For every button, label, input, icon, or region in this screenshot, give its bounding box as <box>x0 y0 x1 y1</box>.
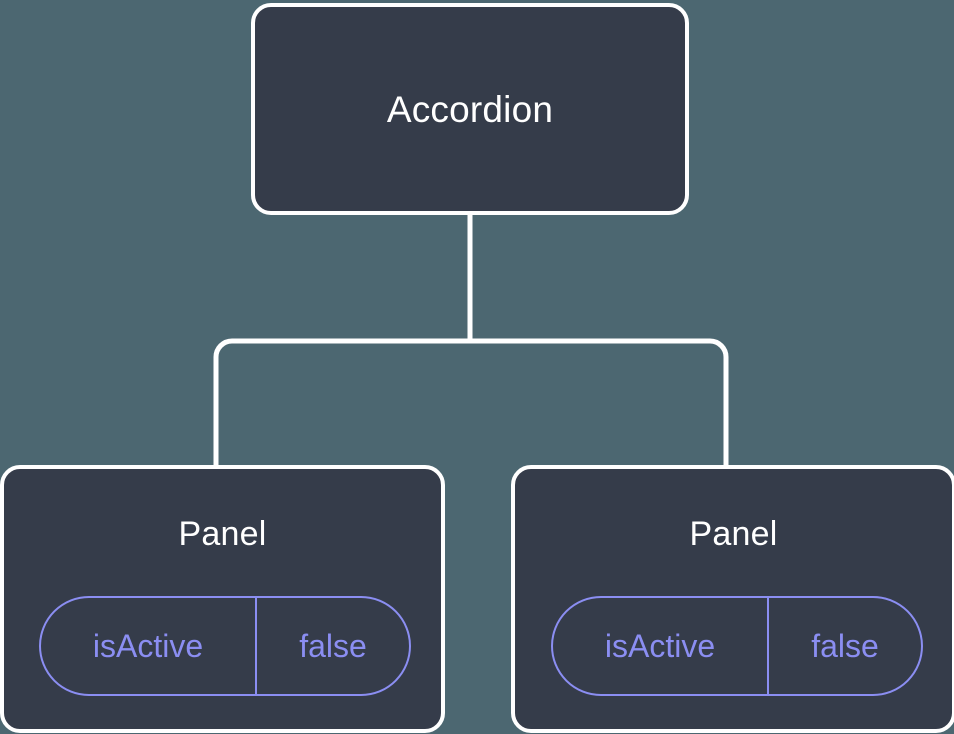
prop-divider <box>255 598 257 694</box>
node-panel-2[interactable]: Panel isActive false <box>511 465 954 733</box>
edge-to-panel-right <box>470 338 729 470</box>
edge-to-panel-left <box>213 338 470 470</box>
prop-divider <box>767 598 769 694</box>
prop-key-label: isActive <box>92 628 204 664</box>
node-panel-1-title: Panel <box>178 515 267 553</box>
node-panel-2-title: Panel <box>689 515 778 553</box>
prop-value-label: false <box>811 628 879 664</box>
node-accordion-title: Accordion <box>386 88 554 130</box>
node-accordion[interactable]: Accordion <box>251 3 689 215</box>
prop-badge-isactive-2[interactable]: isActive false <box>551 596 923 696</box>
prop-key-label: isActive <box>604 628 716 664</box>
node-panel-1[interactable]: Panel isActive false <box>0 465 445 733</box>
prop-value-label: false <box>299 628 367 664</box>
prop-badge-isactive-1[interactable]: isActive false <box>39 596 411 696</box>
